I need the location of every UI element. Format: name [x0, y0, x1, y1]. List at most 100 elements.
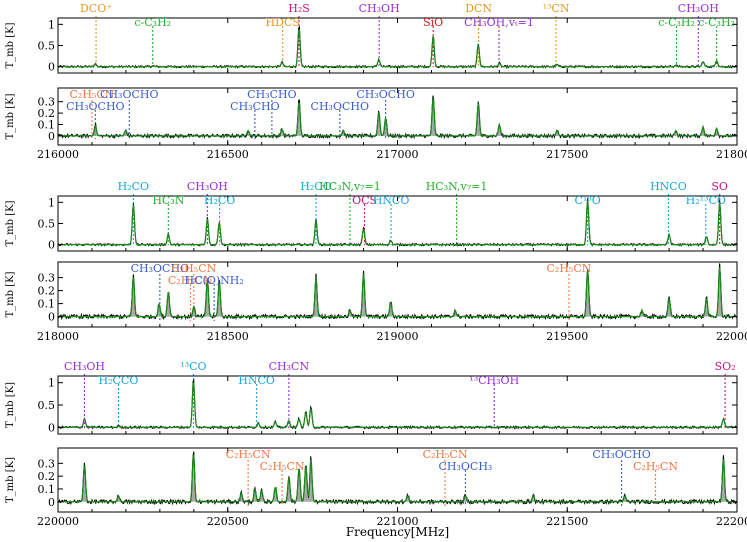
y-tick-label: 0: [48, 239, 55, 252]
panel-3-bot-axes: 00.10.20.3T_mb [K]C₂H₅CNC₂H₅CNC₂H₅CNCH₃O…: [5, 447, 747, 528]
panel-2-top-axes: 00.51T_mb [K]H₂COHC₃NCH₃OHH₂COH₂COOCSHC₃…: [5, 180, 738, 252]
y-tick-label: 0.2: [38, 285, 56, 298]
line-label: C₂H₅CN: [171, 262, 216, 275]
line-label: DCN: [465, 2, 492, 15]
line-label: CH₃OCHO: [311, 100, 369, 113]
line-label: H₂CO: [300, 180, 331, 193]
spectrum: [58, 451, 737, 506]
y-tick-label: 1: [48, 18, 55, 31]
y-tick-label: 0: [48, 421, 55, 434]
line-label: DCO⁺: [80, 2, 112, 15]
line-label: ¹³CN: [543, 2, 570, 15]
spectrum-fill: [58, 453, 737, 502]
line-label: C₂H₅CN: [168, 274, 213, 287]
model-fit: [58, 381, 737, 428]
y-axis-label: T_mb [K]: [5, 200, 16, 246]
line-label: H₂CO: [204, 194, 235, 207]
model-fit: [58, 453, 737, 503]
observed-spectrum: [58, 95, 737, 140]
line-label: CH₃OH: [187, 180, 228, 193]
line-label: C₂H₅CN: [423, 448, 468, 461]
x-tick-label: 219000: [377, 330, 419, 343]
line-label: HNCO: [373, 194, 410, 207]
line-label: c-C₃H₂: [134, 16, 171, 29]
y-tick-label: 0.2: [38, 470, 56, 483]
line-label: OCS: [352, 194, 377, 207]
line-label: CH₃OH: [64, 360, 105, 373]
line-label: CH₃CHO: [247, 88, 296, 101]
line-label: ¹³CO: [180, 360, 206, 373]
y-tick-label: 0.5: [38, 399, 56, 412]
panel-2-bot-axes: 00.10.20.3T_mb [K]CH₃OCHOC₂H₅CNC₂H₅CNHC(…: [5, 261, 747, 343]
y-tick-label: 0.3: [38, 457, 56, 470]
y-tick-label: 0.1: [38, 118, 56, 131]
panel-3-top-axes: 00.51T_mb [K]CH₃OHH₂CCO¹³COHNCOCH₃CN¹³CH…: [5, 360, 738, 435]
line-label: SiO: [423, 16, 443, 29]
line-label: CH₃OCHO: [66, 100, 124, 113]
x-tick-label: 218500: [207, 330, 249, 343]
line-label: HC₃N,v₇=1: [426, 180, 488, 193]
line-label: CH₃CHO: [230, 100, 279, 113]
x-tick-label: 222000: [716, 515, 747, 528]
spectrum: [58, 95, 737, 140]
x-tick-label: 220500: [207, 515, 249, 528]
line-label: CH₃CN: [269, 360, 310, 373]
y-tick-label: 0.1: [38, 483, 56, 496]
line-label: HNCO: [650, 180, 687, 193]
spectrum: [58, 197, 737, 247]
y-tick-label: 0.1: [38, 298, 56, 311]
observed-spectrum: [58, 197, 737, 247]
line-label: HC₃N: [152, 194, 184, 207]
line-label: HC₃N,v₇=1: [319, 180, 381, 193]
y-axis-label: T_mb [K]: [5, 93, 16, 139]
line-label: H₂CO: [118, 180, 149, 193]
x-tick-label: 217500: [546, 148, 588, 161]
spectrum: [58, 263, 737, 321]
panel-1-bot-axes: 00.10.20.3T_mb [K]C₂H₅CNCH₃OCHOCH₃OCHOCH…: [5, 87, 747, 161]
x-tick-label: 221500: [546, 515, 588, 528]
line-markers: [95, 16, 718, 67]
line-label: CH₃OCHO: [100, 88, 158, 101]
line-label: HDCS: [266, 16, 300, 29]
spectrum-fill: [58, 96, 737, 136]
line-label: C¹⁸O: [574, 194, 600, 207]
line-label: C₂H₅CN: [547, 262, 592, 275]
line-label: C₂H₅CN: [633, 460, 678, 473]
x-axis-label: Frequency[MHz]: [346, 525, 449, 539]
model-fit: [58, 200, 737, 246]
y-tick-label: 0.2: [38, 107, 56, 120]
y-tick-label: 0: [48, 496, 55, 509]
line-label: H₂¹³CO: [686, 194, 726, 207]
line-label: CH₃OCHO: [356, 88, 414, 101]
y-axis-label: T_mb [K]: [5, 457, 16, 503]
plot-frame: [57, 375, 738, 435]
x-tick-label: 218000: [37, 330, 79, 343]
model-fit: [58, 29, 737, 68]
y-axis-label: T_mb [K]: [5, 382, 16, 428]
line-label: CH₃OCH₃: [438, 460, 492, 473]
y-axis-label: T_mb [K]: [5, 22, 16, 68]
x-tick-label: 216000: [37, 148, 79, 161]
model-fit: [58, 267, 737, 318]
y-tick-label: 1: [48, 377, 55, 390]
y-tick-label: 0.5: [38, 218, 56, 231]
line-label: CH₃OCHO: [592, 448, 650, 461]
line-label: C₂H₅CN: [260, 460, 305, 473]
observed-spectrum: [58, 378, 737, 430]
line-label: c-C₃H₂: [658, 16, 695, 29]
spectrum: [58, 25, 737, 70]
y-tick-label: 0.3: [38, 272, 56, 285]
x-tick-label: 220000: [37, 515, 79, 528]
line-label: SO: [711, 180, 728, 193]
y-axis-label: T_mb [K]: [5, 271, 16, 317]
y-tick-label: 1: [48, 196, 55, 209]
line-label: HNCO: [238, 374, 275, 387]
line-label: c-C₃H₂: [698, 16, 735, 29]
y-tick-label: 0.5: [38, 40, 56, 53]
line-label: H₂S: [288, 2, 310, 15]
y-tick-label: 0: [48, 130, 55, 143]
x-tick-label: 218000: [716, 148, 747, 161]
line-label: H₂CCO: [99, 374, 139, 387]
y-tick-label: 0.3: [38, 96, 56, 109]
